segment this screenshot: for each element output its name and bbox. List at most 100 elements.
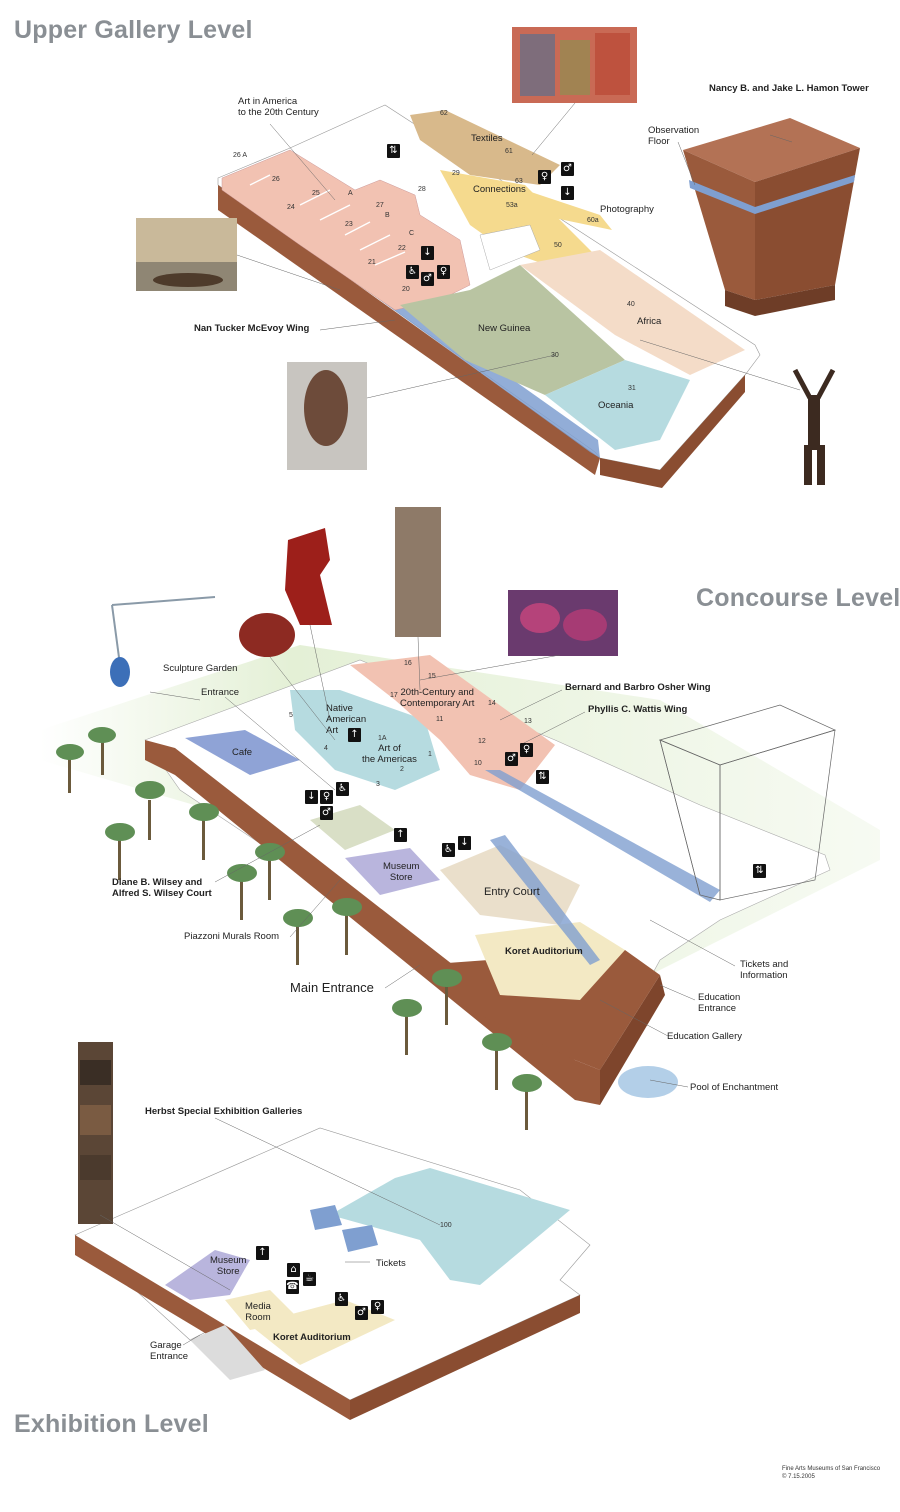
room-number: 2 <box>400 766 404 773</box>
cafe-icon[interactable]: ☕ <box>303 1272 316 1286</box>
gallery-oceania[interactable] <box>545 360 690 450</box>
label-tickets-information: Tickets and Information <box>740 959 789 981</box>
label-africa: Africa <box>637 316 662 327</box>
room-number: 3 <box>376 781 380 788</box>
label-mcevoy-wing: Nan Tucker McEvoy Wing <box>194 323 310 334</box>
accessible-icon[interactable]: ♿ <box>335 1292 348 1306</box>
gallery-20th-century[interactable] <box>350 655 555 790</box>
coat-check-icon[interactable]: ⌂ <box>287 1263 300 1277</box>
stairs-up-icon[interactable]: ↑ <box>348 728 361 742</box>
elevator-icon[interactable]: ⇅ <box>387 144 400 158</box>
restroom-icon[interactable]: ♂ <box>355 1306 368 1320</box>
label-20th-century: 20th-Century and Contemporary Art <box>400 687 475 709</box>
exhibition-museum-store[interactable] <box>165 1250 250 1300</box>
room-number: 14 <box>488 700 496 707</box>
restroom-icon[interactable]: ♂ <box>561 162 574 176</box>
phone-icon[interactable]: ☎ <box>286 1280 299 1294</box>
room-number: 22 <box>398 245 406 252</box>
room-number: 60a <box>587 217 599 224</box>
label-wilsey-court: Diane B. Wilsey and Alfred S. Wilsey Cou… <box>112 877 212 899</box>
upper-central-corridor <box>479 224 541 271</box>
label-koret-auditorium: Koret Auditorium <box>505 946 583 957</box>
concourse-cafe[interactable] <box>185 730 300 775</box>
room-number: 23 <box>345 221 353 228</box>
label-pool-of-enchantment: Pool of Enchantment <box>690 1082 779 1093</box>
room-number: C <box>409 230 415 237</box>
room-number: 61 <box>505 148 513 155</box>
label-media-room: Media Room <box>245 1301 271 1323</box>
room-number: 10 <box>474 760 482 767</box>
upper-glass-strip <box>380 296 600 458</box>
restroom-icon[interactable]: ♀ <box>437 265 450 279</box>
label-tickets: Tickets <box>376 1258 406 1269</box>
room-number: 1A <box>378 735 387 742</box>
concourse-level <box>40 507 880 1130</box>
stairs-up-icon[interactable]: ↑ <box>394 828 407 842</box>
gallery-textiles[interactable] <box>410 110 560 185</box>
pool-of-enchantment[interactable] <box>618 1066 678 1098</box>
gallery-art-of-the-americas[interactable] <box>290 690 440 790</box>
gallery-africa[interactable] <box>520 250 745 375</box>
upper-leader-lines <box>236 102 801 399</box>
room-number: 53a <box>506 202 518 209</box>
upper-level-title: Upper Gallery Level <box>14 16 253 44</box>
restroom-icon[interactable]: ♂ <box>505 752 518 766</box>
room-number: 20 <box>402 286 410 293</box>
label-wattis-wing: Phyllis C. Wattis Wing <box>588 704 688 715</box>
concourse-museum-store[interactable] <box>345 848 440 895</box>
herbst-galleries[interactable] <box>330 1168 570 1285</box>
room-number: 15 <box>428 673 436 680</box>
room-number: 100 <box>440 1222 452 1229</box>
stairs-down-icon[interactable]: ↓ <box>421 246 434 260</box>
restroom-icon[interactable]: ♀ <box>538 170 551 184</box>
stairs-up-icon[interactable]: ↑ <box>256 1246 269 1260</box>
room-number: 28 <box>418 186 426 193</box>
label-exhibition-koret: Koret Auditorium <box>273 1332 351 1343</box>
room-number: 17 <box>390 692 398 699</box>
room-number: 16 <box>404 660 412 667</box>
restroom-icon[interactable]: ♂ <box>320 806 333 820</box>
label-art-in-america: Art in America to the 20th Century <box>238 96 319 118</box>
accessible-icon[interactable]: ♿ <box>336 782 349 796</box>
concourse-leader-lines <box>149 624 736 1088</box>
stairs-down-icon[interactable]: ↓ <box>458 836 471 850</box>
upper-right-wall <box>600 375 745 488</box>
elevator-icon[interactable]: ⇅ <box>536 770 549 784</box>
gallery-connections[interactable] <box>440 170 595 270</box>
carved-stone-image <box>395 507 441 637</box>
gallery-photography[interactable] <box>525 190 612 230</box>
room-number: 25 <box>312 190 320 197</box>
stairs-down-icon[interactable]: ↓ <box>561 186 574 200</box>
totem-pole-image <box>78 1042 113 1224</box>
african-figure-image <box>792 368 836 485</box>
room-number: 13 <box>524 718 532 725</box>
safety-pin-sculpture-image <box>110 596 216 687</box>
restroom-icon[interactable]: ♂ <box>421 272 434 286</box>
concourse-koret-auditorium[interactable] <box>475 922 625 1000</box>
label-museum-store: Museum Store <box>383 861 420 883</box>
upper-partitions <box>249 174 406 266</box>
label-new-guinea: New Guinea <box>478 323 531 334</box>
room-number: 1 <box>428 751 432 758</box>
room-number: 29 <box>452 170 460 177</box>
elevator-icon[interactable]: ⇅ <box>753 864 766 878</box>
exhibition-leader-lines <box>99 1117 441 1346</box>
label-piazzoni-murals: Piazzoni Murals Room <box>184 931 280 942</box>
red-plate-image <box>239 613 295 657</box>
credit-line-2: © 7.15.2005 <box>782 1473 815 1480</box>
palm-trees <box>56 727 542 1130</box>
room-number: 11 <box>436 716 444 723</box>
restroom-icon[interactable]: ♀ <box>371 1300 384 1314</box>
room-number: 5 <box>289 712 293 719</box>
label-art-of-the-americas: Art of the Americas <box>362 743 417 765</box>
exhibition-level-title: Exhibition Level <box>14 1410 209 1438</box>
accessible-icon[interactable]: ♿ <box>406 265 419 279</box>
stairs-down-icon[interactable]: ↓ <box>305 790 318 804</box>
restroom-icon[interactable]: ♀ <box>520 743 533 757</box>
restroom-icon[interactable]: ♀ <box>320 790 333 804</box>
garage-ramp <box>190 1325 265 1380</box>
hamon-tower <box>683 118 860 316</box>
room-number: 63 <box>515 178 523 185</box>
accessible-icon[interactable]: ♿ <box>442 843 455 857</box>
gallery-new-guinea[interactable] <box>400 265 625 395</box>
